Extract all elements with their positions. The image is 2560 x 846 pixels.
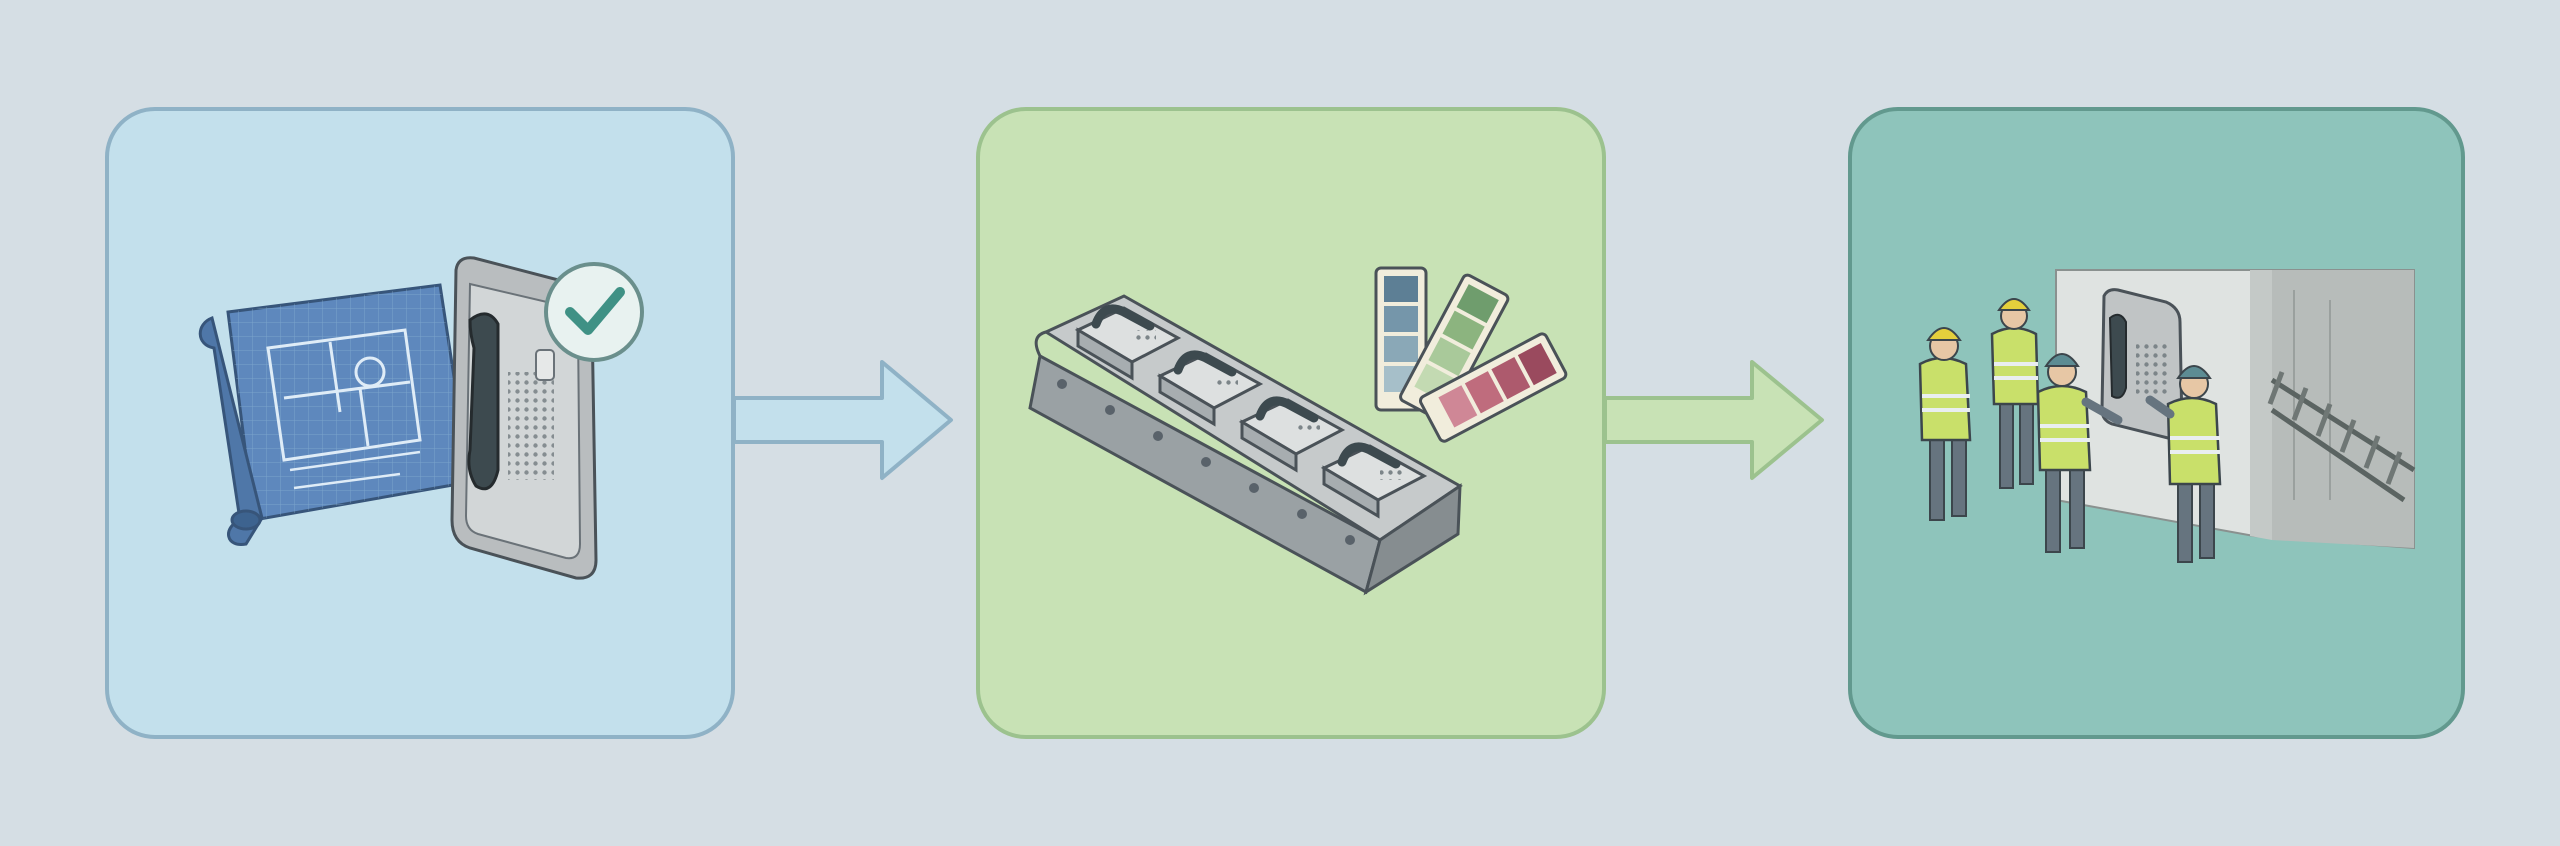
worker-3 [2036, 353, 2123, 553]
step-3-panel [1848, 107, 2465, 739]
phone-unit-4 [1320, 442, 1428, 519]
phone-unit-1 [1074, 304, 1182, 381]
phone-unit-3 [1238, 396, 1346, 473]
step-1-panel [105, 107, 735, 739]
swatch-card-green [1399, 273, 1510, 422]
color-swatch-fan-icon [1374, 266, 1568, 443]
step-2-panel [976, 107, 1606, 739]
wall-mounted-phone-icon [2100, 288, 2184, 440]
worker-1 [1918, 327, 1972, 521]
flow-arrow-1 [732, 360, 953, 480]
phone-unit-2 [1156, 350, 1264, 427]
workers-icon [1918, 298, 2222, 563]
rail-track-icon [2267, 371, 2416, 503]
checkmark-badge-icon [544, 262, 644, 362]
blueprint-icon [198, 283, 472, 546]
swatch-card-red [1418, 332, 1568, 443]
worker-4 [2145, 365, 2222, 563]
flow-arrow-2 [1603, 360, 1824, 480]
